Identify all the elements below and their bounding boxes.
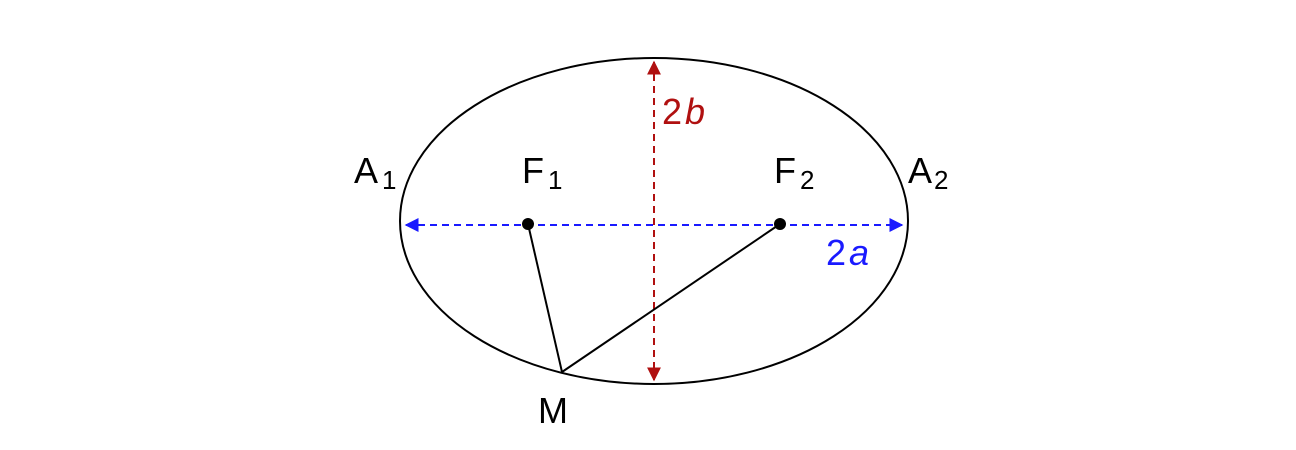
- minor-axis-label-number: 2: [662, 91, 682, 132]
- focus-point-f1: [522, 218, 534, 230]
- major-axis-label-number: 2: [826, 232, 846, 273]
- focus-f2-letter: F: [774, 150, 796, 191]
- focus-f1-subscript: 1: [548, 165, 562, 195]
- focal-radius-f2-m: [561, 223, 781, 373]
- minor-axis-label: 2b: [662, 91, 705, 132]
- vertex-a1-subscript: 1: [382, 165, 396, 195]
- focal-radius-f1-m: [527, 223, 563, 373]
- major-axis-label-variable: a: [849, 232, 869, 273]
- vertex-a2-subscript: 2: [934, 165, 948, 195]
- vertex-label-a2: A2: [908, 150, 948, 195]
- vertex-a2-letter: A: [908, 150, 932, 191]
- vertex-a1-letter: A: [354, 150, 378, 191]
- focus-point-f2: [774, 218, 786, 230]
- point-label-m: M: [538, 390, 568, 431]
- ellipse-outline: [399, 57, 909, 385]
- minor-axis-label-variable: b: [685, 91, 705, 132]
- focus-f2-subscript: 2: [800, 165, 814, 195]
- major-axis-label: 2a: [826, 232, 869, 273]
- focus-f1-letter: F: [522, 150, 544, 191]
